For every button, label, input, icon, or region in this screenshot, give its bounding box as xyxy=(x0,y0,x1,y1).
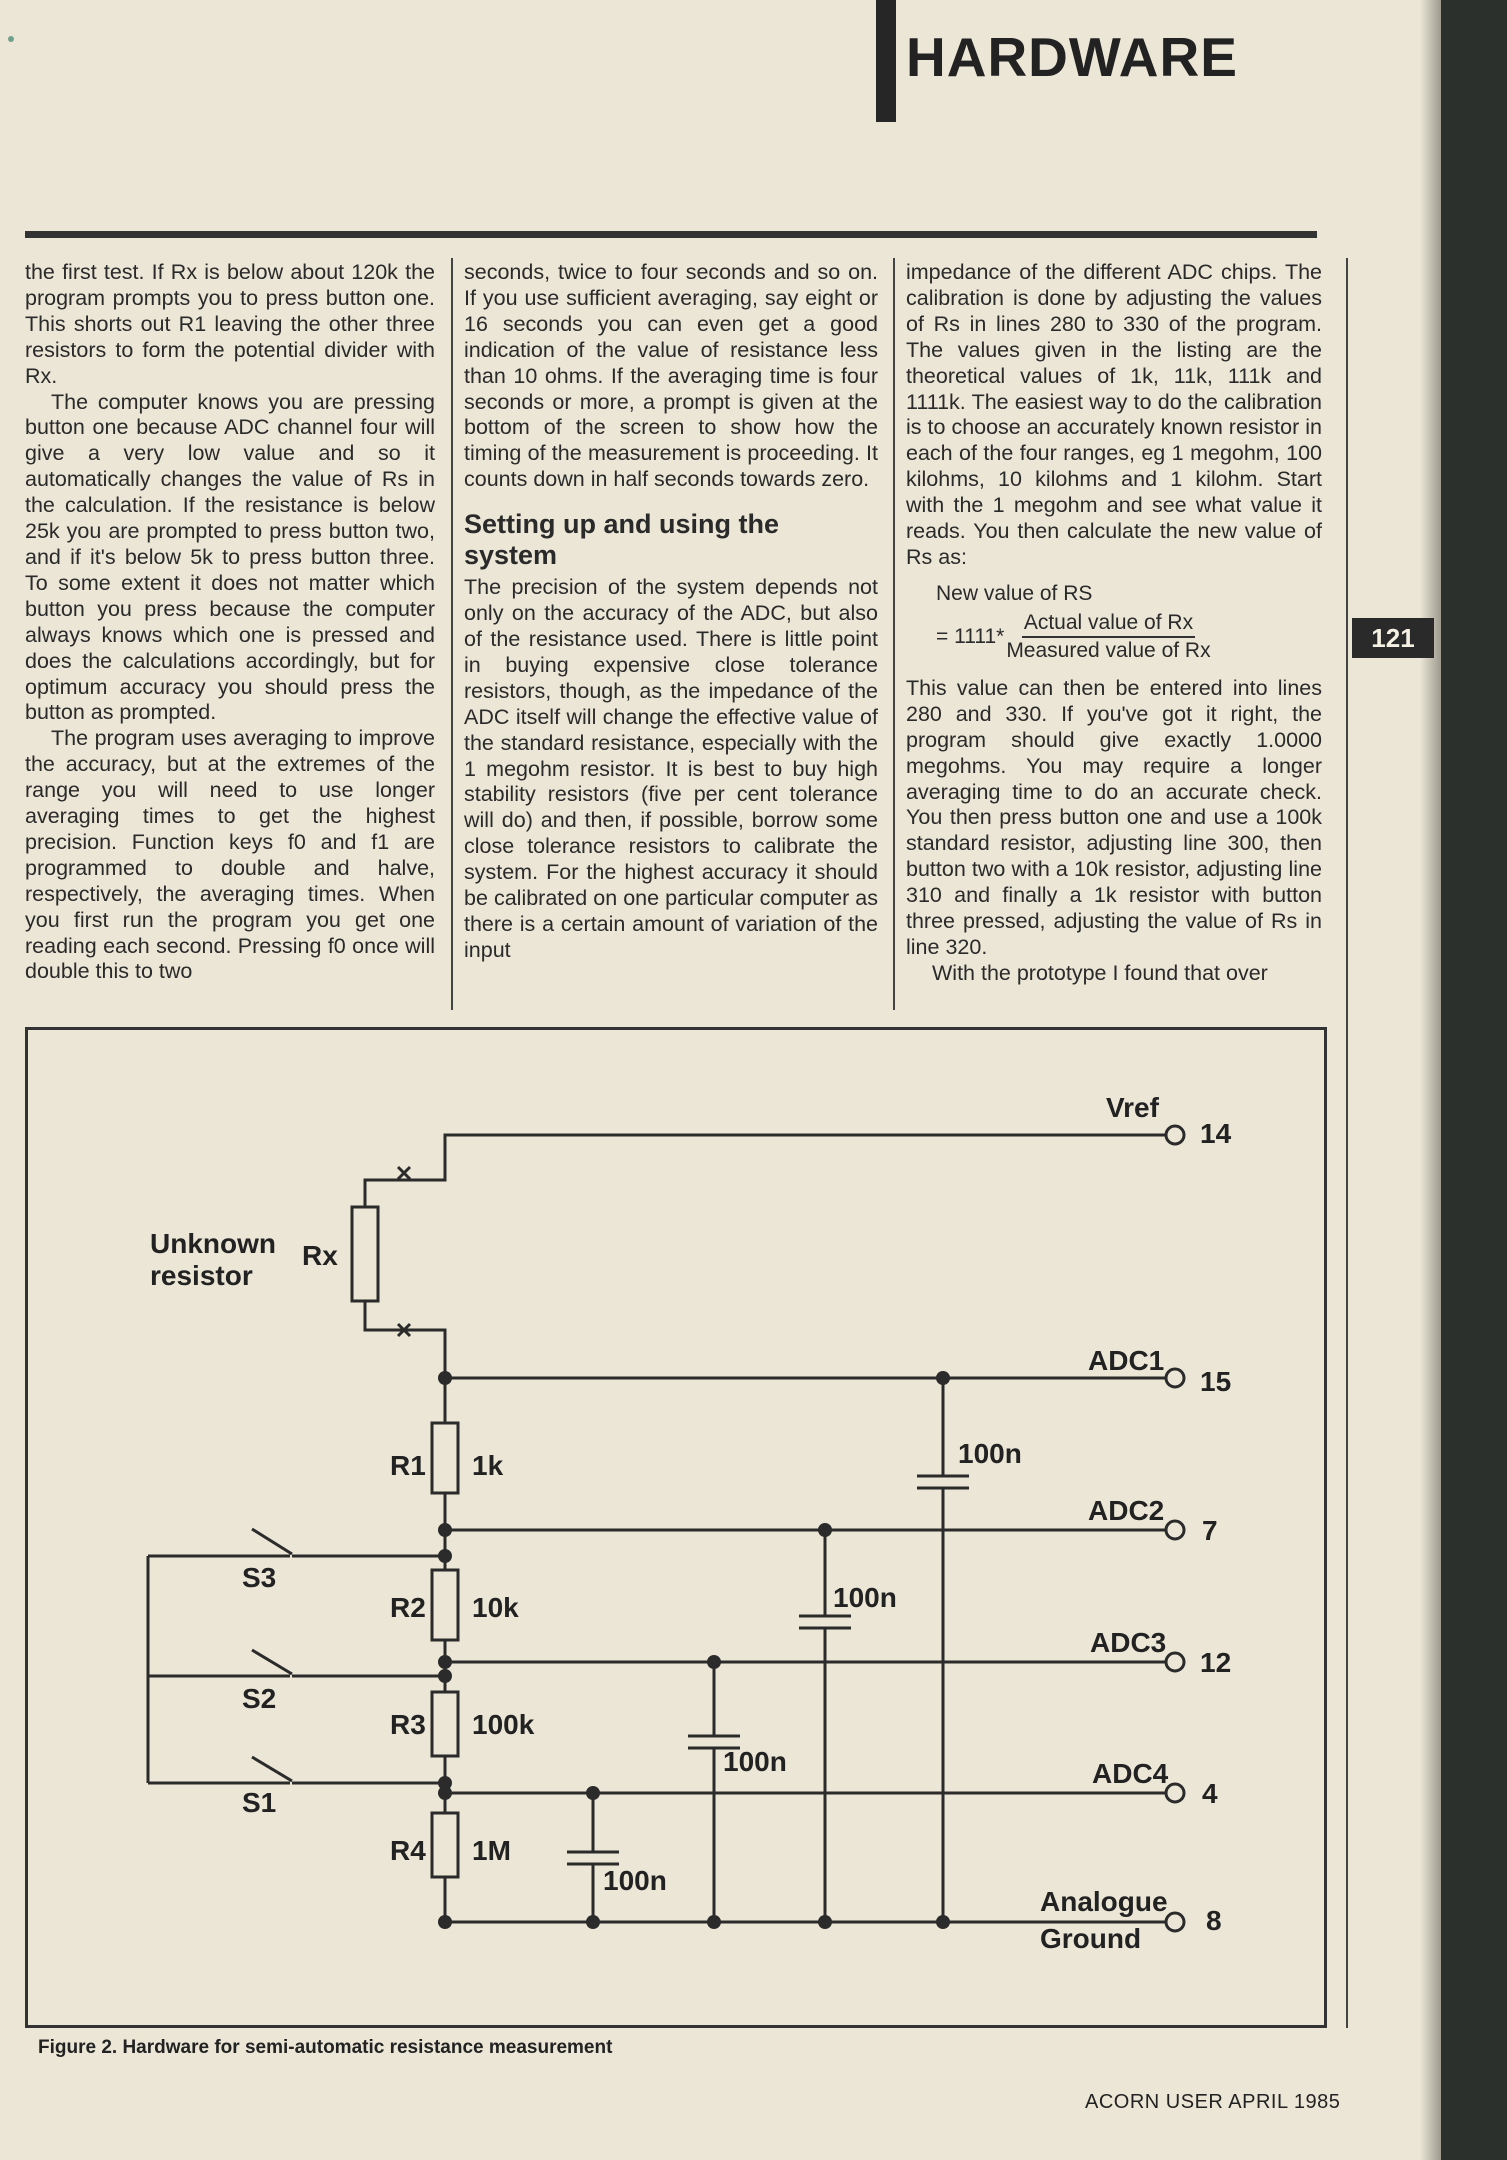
s1-label: S1 xyxy=(242,1787,276,1818)
adc2-label: ADC2 xyxy=(1088,1495,1164,1526)
junction-dot xyxy=(438,1669,452,1683)
terminal-vref xyxy=(1164,1124,1186,1146)
s2-blade xyxy=(251,1648,293,1676)
header-bar xyxy=(876,0,896,122)
r2-value: 10k xyxy=(472,1592,519,1623)
s3-blade xyxy=(251,1527,293,1556)
calibration-formula: New value of RS = 1111* Actual value of … xyxy=(906,581,1322,664)
r4-value: 1M xyxy=(472,1835,511,1866)
break-mark xyxy=(396,1165,412,1181)
junction-dot xyxy=(707,1915,721,1929)
figure-frame xyxy=(25,1027,1327,2028)
adc3-pin: 12 xyxy=(1200,1647,1231,1678)
page-number-tab: 121 xyxy=(1352,618,1434,658)
capacitor-label: 100n xyxy=(833,1582,897,1613)
junction-dot xyxy=(936,1371,950,1385)
page-edge-shadow xyxy=(1420,0,1442,2160)
junction-dot xyxy=(438,1776,452,1790)
right-margin-rule xyxy=(1346,258,1348,2028)
adc2-pin: 7 xyxy=(1202,1515,1218,1546)
junction-dot xyxy=(586,1786,600,1800)
junction-dot xyxy=(818,1915,832,1929)
junction-dot xyxy=(586,1915,600,1929)
page-edge xyxy=(1441,0,1507,2160)
paragraph: impedance of the different ADC chips. Th… xyxy=(906,260,1322,569)
junction-dot xyxy=(438,1523,452,1537)
paragraph: The computer knows you are pressing butt… xyxy=(25,389,435,725)
ground-label: Analogue xyxy=(1040,1886,1168,1917)
r4-resistor xyxy=(430,1811,460,1879)
formula-numerator: Actual value of Rx xyxy=(1021,610,1196,638)
rx-bottom-wire xyxy=(363,1301,447,1378)
r3-label: R3 xyxy=(390,1709,426,1740)
terminal-adc4 xyxy=(1164,1782,1186,1804)
ground-label: Ground xyxy=(1040,1923,1141,1954)
junction-dot xyxy=(818,1523,832,1537)
junction-dot xyxy=(438,1786,452,1800)
junction-dot xyxy=(438,1655,452,1669)
ground-pin: 8 xyxy=(1206,1905,1222,1936)
text-column-3: impedance of the different ADC chips. Th… xyxy=(906,260,1322,987)
paragraph: The program uses averaging to improve th… xyxy=(25,726,435,984)
column-divider xyxy=(451,258,453,1010)
vref-pin: 14 xyxy=(1200,1118,1232,1149)
s2-label: S2 xyxy=(242,1683,276,1714)
footer: ACORN USER APRIL 1985 xyxy=(1085,2091,1341,2113)
r1-resistor xyxy=(430,1421,460,1495)
rx-resistor xyxy=(350,1205,380,1303)
text-column-1: the first test. If Rx is below about 120… xyxy=(25,260,435,985)
subheading: Setting up and using the system xyxy=(464,509,779,571)
junction-dot xyxy=(438,1549,452,1563)
s1-blade xyxy=(251,1755,293,1783)
paragraph: With the prototype I found that over xyxy=(932,960,1268,985)
break-mark xyxy=(396,1322,412,1338)
r1-value: 1k xyxy=(472,1450,504,1481)
paragraph: The precision of the system depends not … xyxy=(464,575,878,962)
terminal-adc1 xyxy=(1164,1367,1186,1389)
r2-resistor xyxy=(430,1568,460,1642)
r3-resistor xyxy=(430,1690,460,1758)
paragraph: the first test. If Rx is below about 120… xyxy=(25,260,435,388)
formula-prefix: = 1111* xyxy=(936,624,1005,648)
r4-label: R4 xyxy=(390,1835,426,1866)
r2-label: R2 xyxy=(390,1592,426,1623)
paragraph: This value can then be entered into line… xyxy=(906,675,1322,959)
vref-label: Vref xyxy=(1106,1092,1160,1123)
formula-fraction: Actual value of Rx Measured value of Rx xyxy=(1006,610,1210,664)
adc4-label: ADC4 xyxy=(1092,1758,1169,1789)
junction-dot xyxy=(438,1915,452,1929)
terminal-adc3 xyxy=(1164,1651,1186,1673)
adc1-label: ADC1 xyxy=(1088,1345,1164,1376)
terminal-adc2 xyxy=(1164,1519,1186,1541)
header-rule xyxy=(25,231,1317,238)
s3-label: S3 xyxy=(242,1562,276,1593)
figure-caption: Figure 2. Hardware for semi-automatic re… xyxy=(38,2037,613,2058)
adc4-pin: 4 xyxy=(1202,1778,1218,1809)
terminal-ground xyxy=(1164,1911,1186,1933)
adc3-label: ADC3 xyxy=(1090,1627,1166,1658)
capacitor-label: 100n xyxy=(603,1865,667,1896)
capacitor-label: 100n xyxy=(958,1438,1022,1469)
r1-label: R1 xyxy=(390,1450,426,1481)
unknown-label: Unknown xyxy=(150,1228,276,1259)
capacitor-label: 100n xyxy=(723,1746,787,1777)
vref-wire xyxy=(363,1133,1165,1230)
junction-dot xyxy=(707,1655,721,1669)
scan-speck xyxy=(8,36,14,42)
rx-label: Rx xyxy=(302,1240,338,1271)
junction-dot xyxy=(936,1915,950,1929)
formula-label: New value of RS xyxy=(936,581,1093,605)
section-title: HARDWARE xyxy=(906,26,1238,88)
paragraph: seconds, twice to four seconds and so on… xyxy=(464,260,878,492)
text-column-2: seconds, twice to four seconds and so on… xyxy=(464,260,878,964)
r3-value: 100k xyxy=(472,1709,535,1740)
adc1-pin: 15 xyxy=(1200,1366,1231,1397)
junction-dot xyxy=(438,1371,452,1385)
formula-denominator: Measured value of Rx xyxy=(1006,638,1211,662)
unknown-label: resistor xyxy=(150,1260,253,1291)
column-divider xyxy=(893,258,895,1010)
